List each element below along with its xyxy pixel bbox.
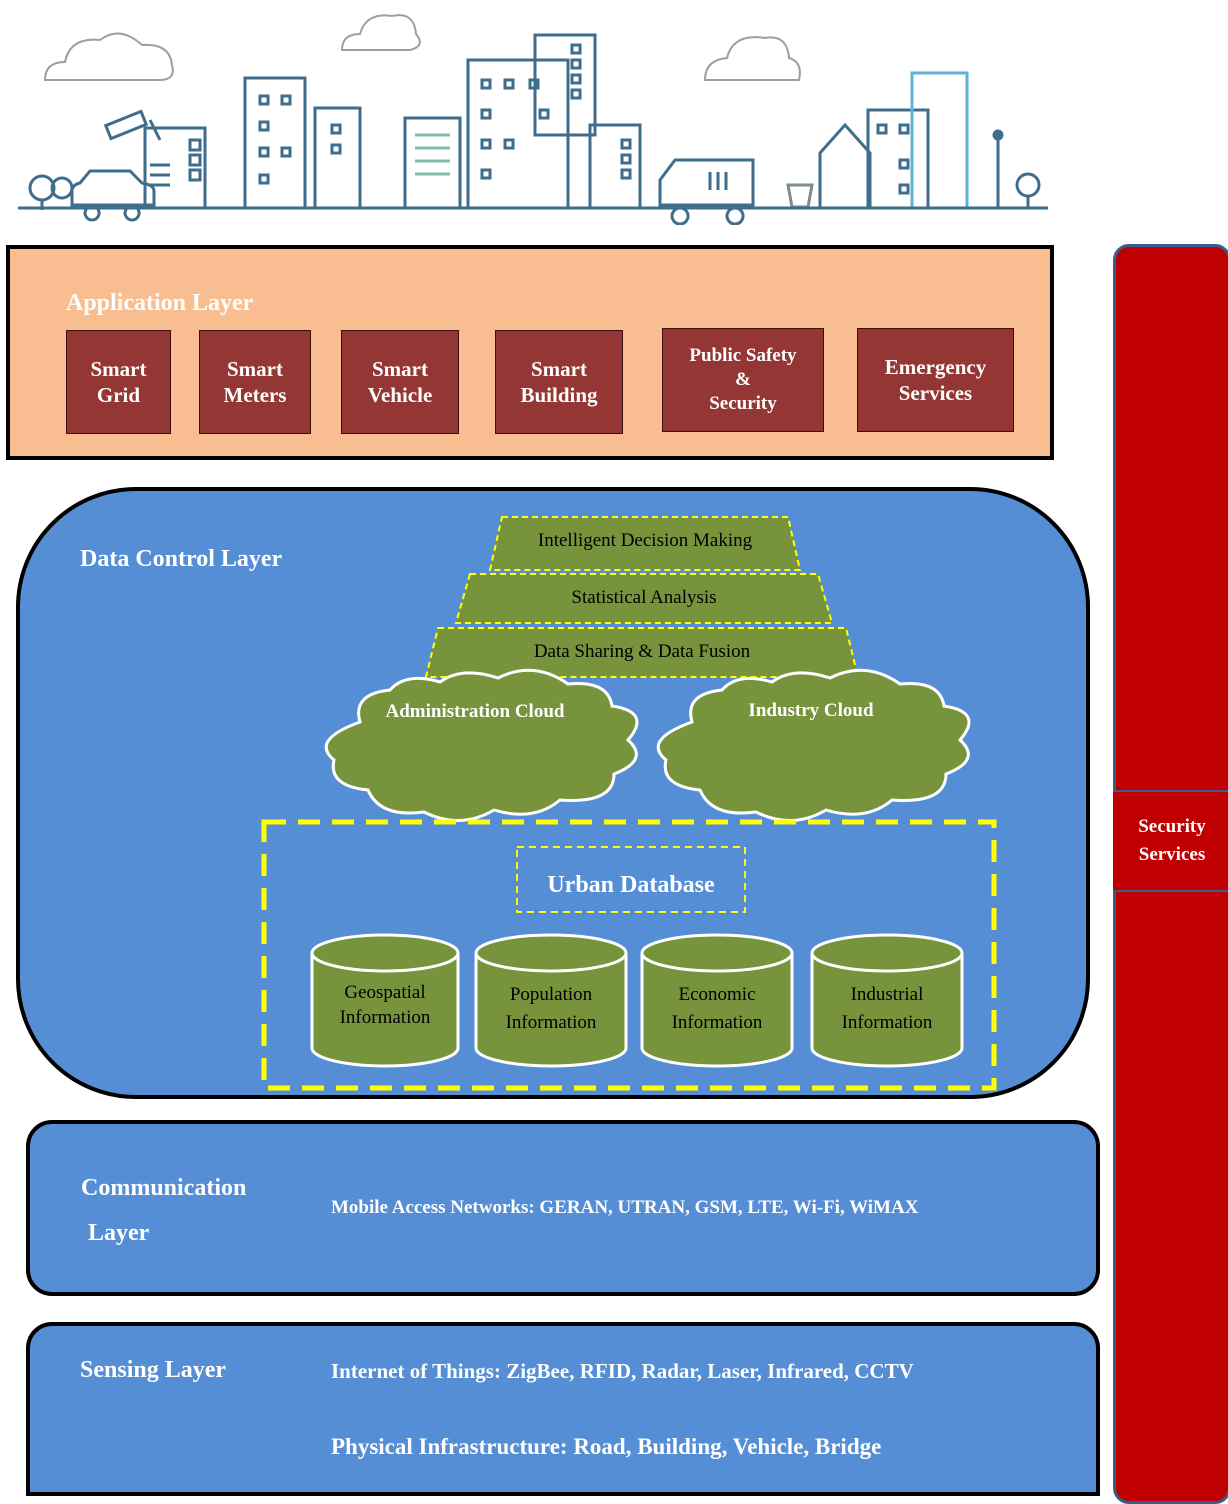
app-box-line: Smart <box>372 356 428 381</box>
administration-cloud-label: Administration Cloud <box>385 701 565 722</box>
app-smart-building: Smart Building <box>495 330 623 434</box>
db-label-geospatial: Geospatial Information <box>310 981 460 1030</box>
app-box-line: Smart <box>90 356 147 381</box>
db-label-industrial: Industrial Information <box>812 981 962 1036</box>
app-public-safety-security: Public Safety & Security <box>662 328 824 432</box>
db-label-line: Industrial <box>850 984 924 1005</box>
communication-layer <box>26 1120 1100 1296</box>
app-smart-meters: Smart Meters <box>199 330 311 434</box>
db-label-line: Economic <box>678 984 756 1005</box>
app-box-line: Security <box>709 392 777 414</box>
db-label-line: Information <box>841 1011 933 1033</box>
cloud-icon <box>703 36 801 81</box>
industry-cloud-label: Industry Cloud <box>748 700 874 721</box>
app-box-line: & <box>735 369 751 391</box>
urban-database-title: Urban Database <box>547 872 715 898</box>
db-label-line: Information <box>339 1006 431 1028</box>
sensing-layer-iot: Internet of Things: ZigBee, RFID, Radar,… <box>331 1359 914 1383</box>
cloud-icon <box>43 32 174 82</box>
app-smart-vehicle: Smart Vehicle <box>341 330 459 434</box>
security-label-line1: Security <box>1138 815 1206 837</box>
app-emergency-services: Emergency Services <box>857 328 1014 432</box>
data-control-layer-title: Data Control Layer <box>80 546 283 572</box>
db-label-line: Population <box>509 984 593 1005</box>
communication-layer-text: Mobile Access Networks: GERAN, UTRAN, GS… <box>331 1197 919 1218</box>
app-box-line: Emergency <box>884 354 987 379</box>
db-label-line: Information <box>505 1011 597 1033</box>
pyramid-label-statistics: Statistical Analysis <box>571 587 717 608</box>
sensing-layer <box>26 1322 1100 1496</box>
trash-bin-icon <box>786 183 814 209</box>
security-label-line2: Services <box>1138 844 1206 865</box>
security-services-label-box: Security Services <box>1113 790 1228 892</box>
communication-layer-title-line2: Layer <box>88 1220 150 1246</box>
app-smart-grid: Smart Grid <box>66 330 171 434</box>
pyramid-label-fusion: Data Sharing & Data Fusion <box>533 641 751 662</box>
cloud-icon <box>340 14 421 51</box>
app-box-line: Public Safety <box>689 345 797 367</box>
sensing-layer-physical: Physical Infrastructure: Road, Building,… <box>331 1434 882 1459</box>
tree-icon <box>1015 172 1041 208</box>
communication-layer-title-line1: Communication <box>81 1175 247 1201</box>
application-layer-title: Application Layer <box>66 290 254 316</box>
car-icon <box>70 169 156 222</box>
app-box-line: Grid <box>96 383 141 407</box>
db-label-population: Population Information <box>476 981 626 1036</box>
db-label-line: Information <box>671 1011 763 1033</box>
app-box-line: Building <box>520 383 598 407</box>
cctv-camera-icon <box>103 109 162 141</box>
skyline-illustration <box>18 14 1048 225</box>
app-box-line: Smart <box>227 356 283 381</box>
app-box-line: Meters <box>223 383 287 407</box>
app-box-line: Vehicle <box>367 383 433 407</box>
app-box-line: Smart <box>531 356 587 381</box>
sensing-layer-title: Sensing Layer <box>80 1357 227 1383</box>
app-box-line: Services <box>898 381 973 405</box>
db-label-line: Geospatial <box>344 982 426 1003</box>
db-label-economic: Economic Information <box>642 981 792 1036</box>
tree-icon <box>28 174 74 210</box>
pyramid-label-decision: Intelligent Decision Making <box>537 530 753 551</box>
van-icon <box>658 158 755 225</box>
street-lamp-icon <box>992 129 1004 208</box>
